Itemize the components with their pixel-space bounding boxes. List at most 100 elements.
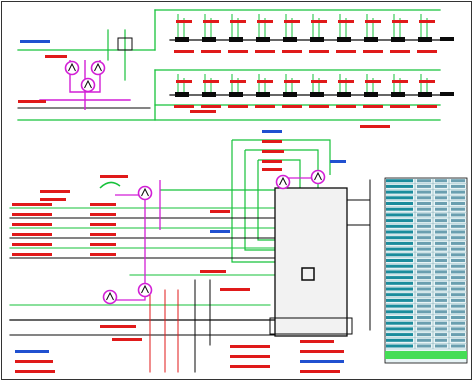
terminal-coil-icon: [175, 92, 189, 97]
table-row: [385, 196, 467, 202]
table-cell: [435, 213, 447, 217]
table-cell: [386, 327, 413, 331]
table-cell: [435, 224, 447, 228]
terminal-unit: [336, 14, 356, 53]
table-row: [385, 207, 467, 213]
terminal-label: [336, 50, 356, 53]
terminal-label: [282, 105, 302, 108]
table-cell: [451, 304, 465, 308]
table-cell: [435, 202, 447, 205]
line-label: [90, 223, 116, 226]
terminal-coil-icon: [256, 37, 270, 42]
text-label: [200, 270, 226, 273]
table-cell: [435, 207, 447, 211]
pump-impeller-icon: [106, 291, 114, 301]
terminal-label: [365, 20, 381, 23]
table-row: [385, 344, 467, 350]
terminal-coil-icon: [310, 37, 324, 42]
equipment-table: [384, 177, 468, 364]
label-layer: [12, 37, 454, 373]
terminal-coil-icon: [337, 37, 351, 42]
table-cell: [417, 230, 431, 234]
table-cell: [386, 298, 413, 302]
terminal-coil-icon: [256, 92, 270, 97]
terminal-coil-icon: [202, 92, 216, 97]
table-cell: [417, 196, 431, 200]
table-cell: [451, 344, 465, 348]
table-cell: [386, 213, 413, 217]
table-cell: [417, 281, 431, 285]
pump-icon: [90, 60, 106, 76]
table-cell: [451, 327, 465, 331]
line-label: [90, 243, 116, 246]
terminal-coil-icon: [391, 92, 405, 97]
terminal-label: [365, 80, 381, 83]
text-label: [15, 370, 55, 373]
terminal-unit: [282, 14, 302, 53]
table-cell: [417, 179, 431, 183]
table-cell: [417, 298, 431, 302]
table-cell: [435, 321, 447, 325]
table-cell: [417, 270, 431, 274]
table-cell: [451, 287, 465, 291]
table-row: [385, 304, 467, 310]
table-cell: [417, 287, 431, 291]
terminal-label: [230, 80, 246, 83]
terminal-label: [257, 80, 273, 83]
terminal-label: [419, 20, 435, 23]
text-label: [262, 168, 282, 171]
terminal-unit: [309, 74, 329, 108]
table-cell: [386, 207, 413, 211]
terminal-coil-icon: [283, 37, 297, 42]
green-feed-3: [257, 160, 275, 241]
pump-icon: [137, 185, 153, 201]
terminal-unit: [390, 74, 410, 108]
table-cell: [451, 236, 465, 240]
text-label: [230, 355, 270, 358]
table-cell: [451, 321, 465, 325]
table-row: [385, 241, 467, 247]
table-cell: [386, 281, 413, 285]
table-cell: [451, 202, 465, 205]
table-row: [385, 190, 467, 196]
table-cell: [451, 264, 465, 268]
table-cell: [417, 213, 431, 217]
terminal-coil-icon: [229, 92, 243, 97]
table-cell: [417, 184, 431, 188]
table-row: [385, 264, 467, 270]
table-cell: [386, 179, 413, 183]
terminal-coil-icon: [418, 92, 432, 97]
pump-impeller-icon: [68, 62, 76, 72]
terminal-label: [417, 50, 437, 53]
table-row: [385, 338, 467, 344]
terminal-label: [203, 80, 219, 83]
line-label: [12, 243, 52, 246]
table-cell: [386, 287, 413, 291]
terminal-label: [201, 50, 221, 53]
table-row: [385, 270, 467, 276]
row-end-label: [440, 37, 454, 41]
text-label: [300, 340, 334, 343]
table-cell: [386, 293, 413, 297]
table-cell: [435, 281, 447, 285]
text-label: [262, 130, 282, 133]
pump-impeller-icon: [314, 171, 322, 181]
table-cell: [417, 304, 431, 308]
text-label: [330, 160, 346, 163]
table-cell: [386, 230, 413, 234]
terminal-unit: [336, 74, 356, 108]
curved-pipe: [99, 181, 121, 189]
line-label: [12, 233, 52, 236]
table-cell: [386, 344, 413, 348]
text-label: [15, 350, 49, 353]
table-row: [385, 247, 467, 253]
terminal-coil-icon: [364, 37, 378, 42]
terminal-label: [311, 20, 327, 23]
table-row: [385, 281, 467, 287]
line-label: [90, 253, 116, 256]
terminal-label: [363, 50, 383, 53]
text-label: [230, 345, 270, 348]
table-cell: [435, 184, 447, 188]
table-cell: [435, 310, 447, 314]
table-row: [385, 327, 467, 333]
